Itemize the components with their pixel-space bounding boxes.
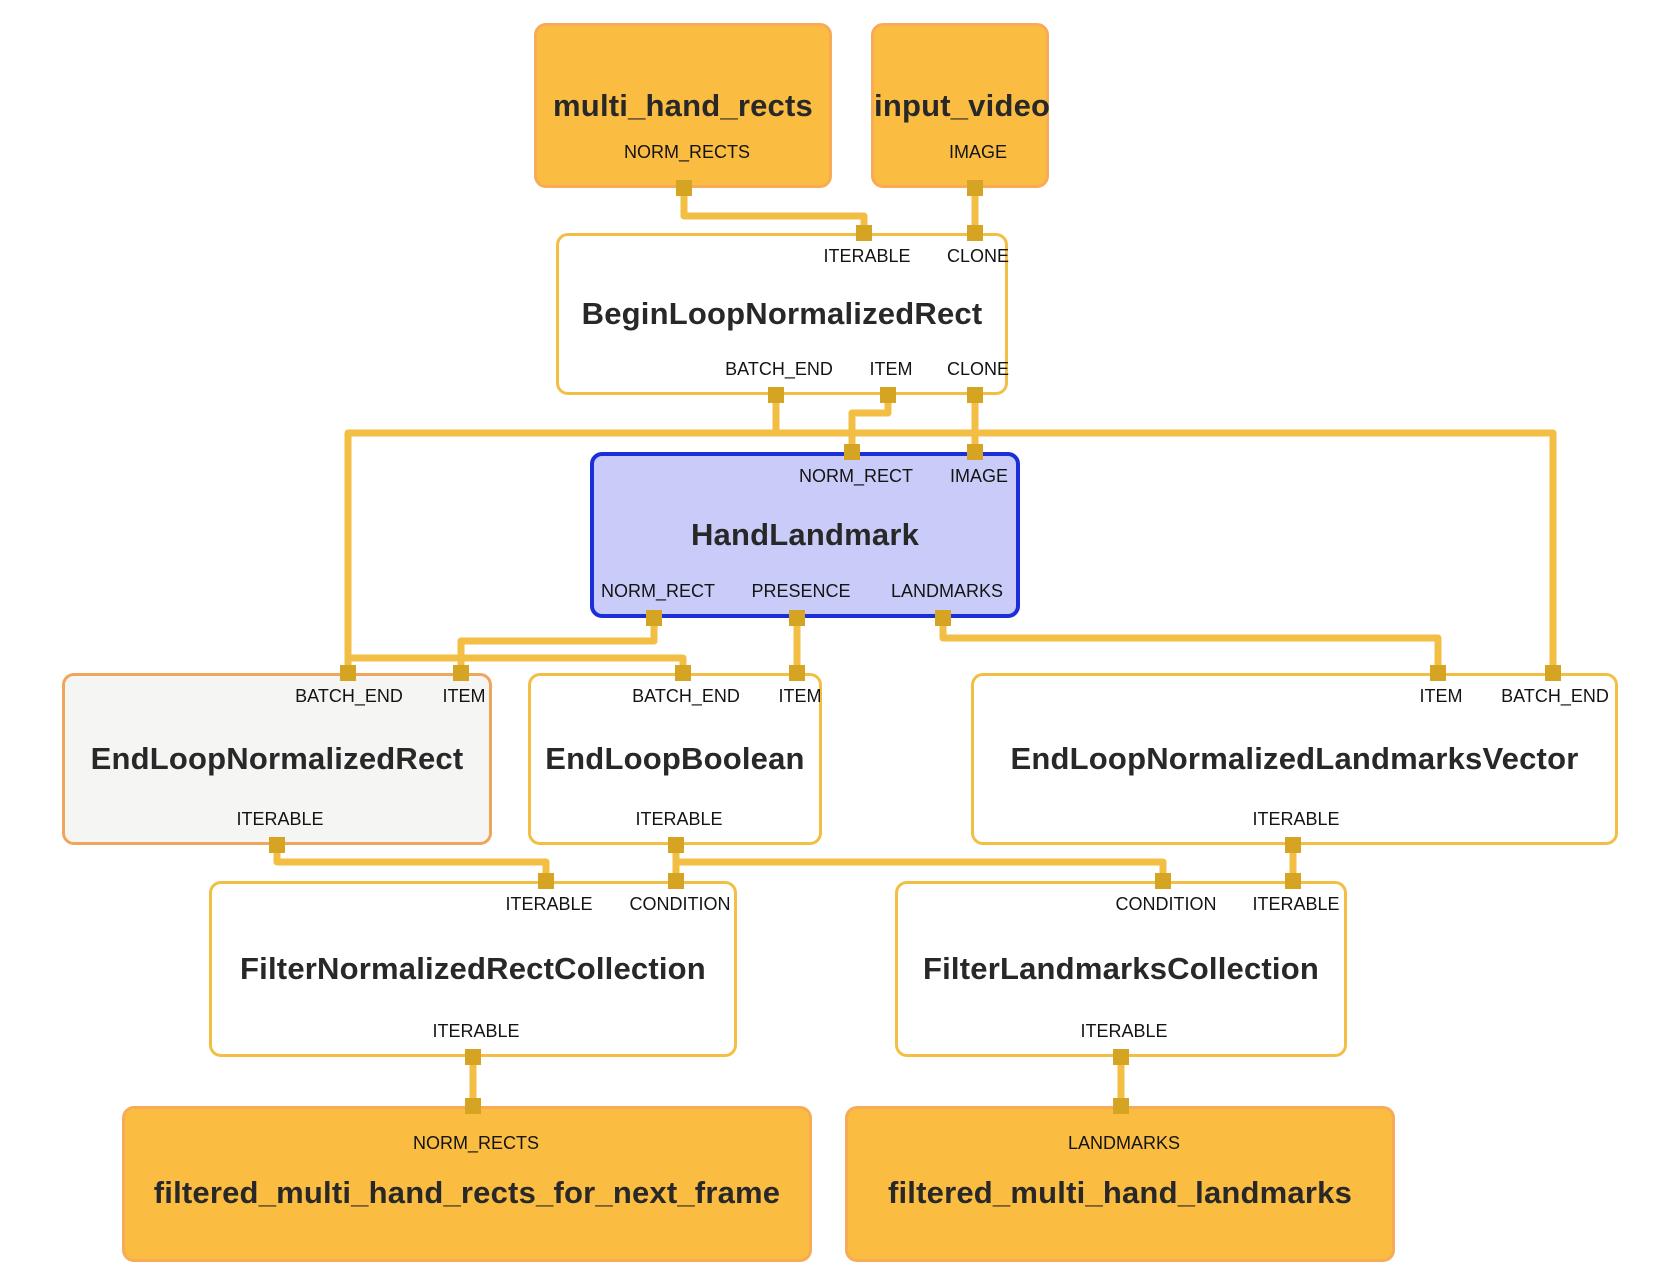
node-end-loop-normalized-landmarks-vector[interactable]: ITEM BATCH_END EndLoopNormalizedLandmark… (971, 673, 1618, 845)
node-title: filtered_multi_hand_landmarks (887, 1175, 1353, 1210)
port-label-iterable: ITERABLE (236, 809, 324, 829)
port-label-item: ITEM (778, 686, 822, 706)
node-title: FilterNormalizedRectCollection (240, 951, 706, 986)
port-label-iterable: ITERABLE (505, 894, 593, 914)
port-label-batch_end: BATCH_END (632, 686, 740, 706)
node-filtered_multi_hand_landmarks[interactable]: LANDMARKS filtered_multi_hand_landmarks (845, 1106, 1395, 1262)
node-title: BeginLoopNormalizedRect (581, 296, 983, 331)
port-label-condition: CONDITION (1115, 894, 1217, 914)
node-title: multi_hand_rects (553, 87, 813, 123)
edge-beginloop-item-to-handlandmark-normrect (848, 395, 892, 455)
port-label-batch_end: BATCH_END (295, 686, 403, 706)
port-label-item: ITEM (869, 359, 913, 379)
node-filtered_multi_hand_rects_for_next_frame[interactable]: NORM_RECTS filtered_multi_hand_rects_for… (122, 1106, 812, 1262)
edge-endlooprect-iterable-to-filterrect-iterable (273, 845, 550, 884)
port-label-iterable: ITERABLE (1252, 809, 1340, 829)
node-title: EndLoopBoolean (545, 741, 805, 776)
port-label-clone: CLONE (946, 359, 1010, 379)
edge-handlandmark-landmarks-to-endlooplandmarks-item (939, 618, 1442, 676)
port-label-item: ITEM (1419, 686, 1463, 706)
port-label-iterable: ITERABLE (823, 246, 911, 266)
port-label-iterable: ITERABLE (635, 809, 723, 829)
node-end-loop-boolean[interactable]: BATCH_END ITEM EndLoopBoolean ITERABLE (528, 673, 822, 845)
port-label-iterable: ITERABLE (1252, 894, 1340, 914)
node-filter-landmarks-collection[interactable]: CONDITION ITERABLE FilterLandmarksCollec… (895, 881, 1347, 1057)
node-multi_hand_rects[interactable]: multi_hand_rects NORM_RECTS (534, 23, 832, 188)
port-label-batch_end: BATCH_END (725, 359, 833, 379)
port-label-landmarks: LANDMARKS (1067, 1133, 1181, 1153)
port-label-norm_rects: NORM_RECTS (412, 1133, 540, 1153)
node-title: filtered_multi_hand_rects_for_next_frame (153, 1175, 781, 1210)
node-input_video[interactable]: input_video IMAGE (871, 23, 1051, 188)
port-label-iterable: ITERABLE (432, 1021, 520, 1041)
node-title: input_video (874, 87, 1051, 123)
port-label-image: IMAGE (948, 142, 1008, 162)
node-title: FilterLandmarksCollection (922, 951, 1320, 986)
port-label-clone: CLONE (946, 246, 1010, 266)
port-label-landmarks: LANDMARKS (890, 581, 1004, 601)
port-label-item: ITEM (442, 686, 486, 706)
node-title: HandLandmark (690, 517, 920, 552)
port-label-condition: CONDITION (629, 894, 731, 914)
node-end-loop-normalized-rect[interactable]: BATCH_END ITEM EndLoopNormalizedRect ITE… (62, 673, 492, 845)
node-filter-normalized-rect-collection[interactable]: ITERABLE CONDITION FilterNormalizedRectC… (209, 881, 737, 1057)
node-title: EndLoopNormalizedRect (90, 741, 464, 776)
edge-multi_hand_rects-to-beginloop-iterable (680, 188, 868, 236)
port-label-norm_rect: NORM_RECT (600, 581, 716, 601)
port-label-batch_end: BATCH_END (1501, 686, 1609, 706)
port-label-image: IMAGE (949, 466, 1009, 486)
node-begin-loop-normalized-rect[interactable]: ITERABLE CLONE BeginLoopNormalizedRect B… (556, 233, 1010, 395)
node-hand-landmark[interactable]: NORM_RECT IMAGE HandLandmark NORM_RECT P… (590, 452, 1020, 618)
port-label-norm_rects: NORM_RECTS (623, 142, 751, 162)
port-label-iterable: ITERABLE (1080, 1021, 1168, 1041)
node-title: EndLoopNormalizedLandmarksVector (1010, 741, 1579, 776)
edge-handlandmark-normrect-to-endlooprect-item (457, 618, 658, 676)
port-label-norm_rect: NORM_RECT (798, 466, 914, 486)
port-label-presence: PRESENCE (751, 581, 851, 601)
